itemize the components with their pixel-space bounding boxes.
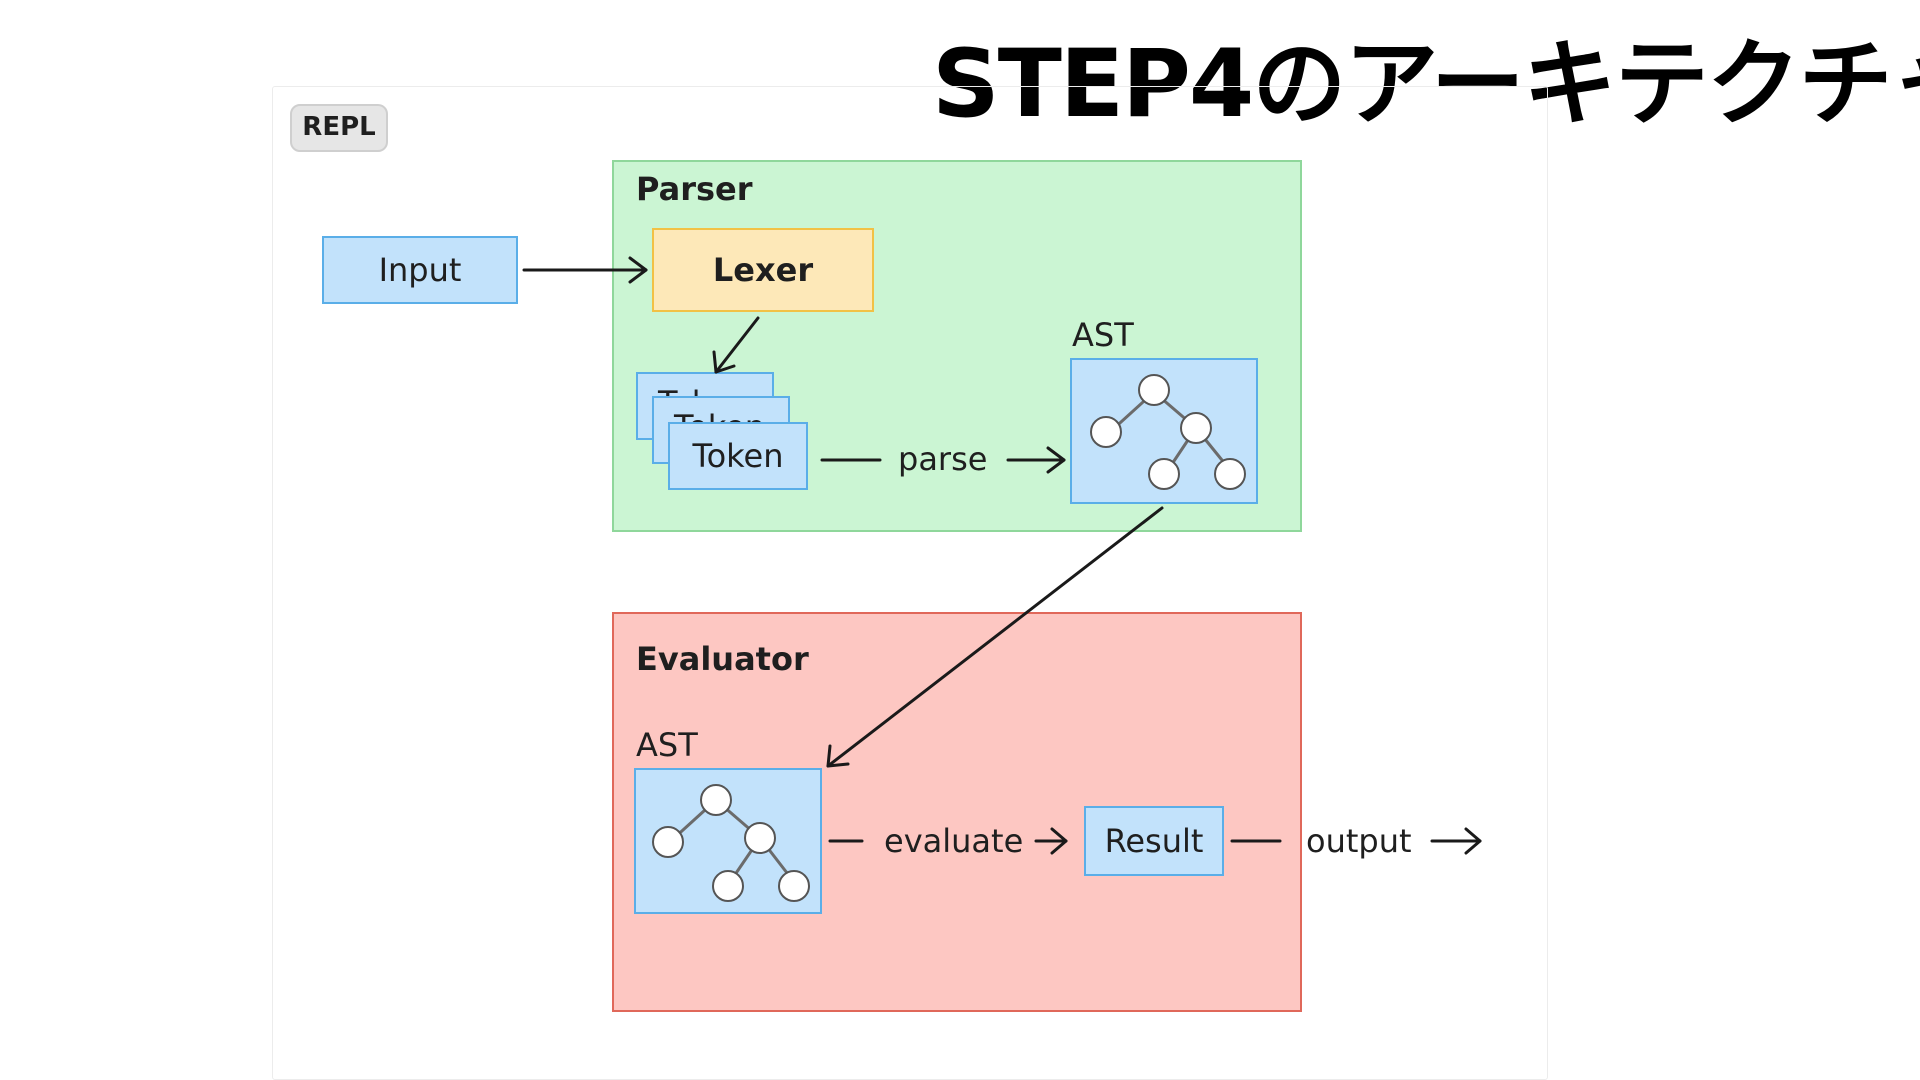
lexer-node: Lexer [652, 228, 874, 312]
result-node-label: Result [1104, 822, 1204, 860]
arrow-result-to-output [1230, 827, 1482, 855]
token-node: Token [668, 422, 808, 490]
evaluate-label: evaluate [884, 822, 1024, 860]
arrow-ast-to-evaluator [826, 506, 1164, 768]
evaluator-ast-node [634, 768, 822, 914]
arrow-lexer-to-token [712, 316, 760, 374]
tree-icon [652, 784, 810, 902]
lexer-node-label: Lexer [712, 251, 814, 289]
arrow-ast-to-result [828, 827, 1068, 855]
parse-label: parse [898, 440, 988, 478]
token-node-label: Token [692, 437, 784, 475]
output-label: output [1306, 822, 1412, 860]
repl-tag: REPL [290, 104, 388, 152]
evaluator-ast-label: AST [636, 726, 698, 764]
parser-ast-node [1070, 358, 1258, 504]
result-node: Result [1084, 806, 1224, 876]
input-node: Input [322, 236, 518, 304]
arrow-token-to-ast [820, 446, 1066, 474]
input-node-label: Input [378, 251, 462, 289]
slide-title: STEP4のアーキテクチャ [932, 30, 1920, 139]
tree-icon [1090, 374, 1246, 490]
parser-label: Parser [636, 170, 753, 208]
parser-ast-label: AST [1072, 316, 1134, 354]
arrow-input-to-lexer [522, 256, 648, 284]
evaluator-label: Evaluator [636, 640, 809, 678]
